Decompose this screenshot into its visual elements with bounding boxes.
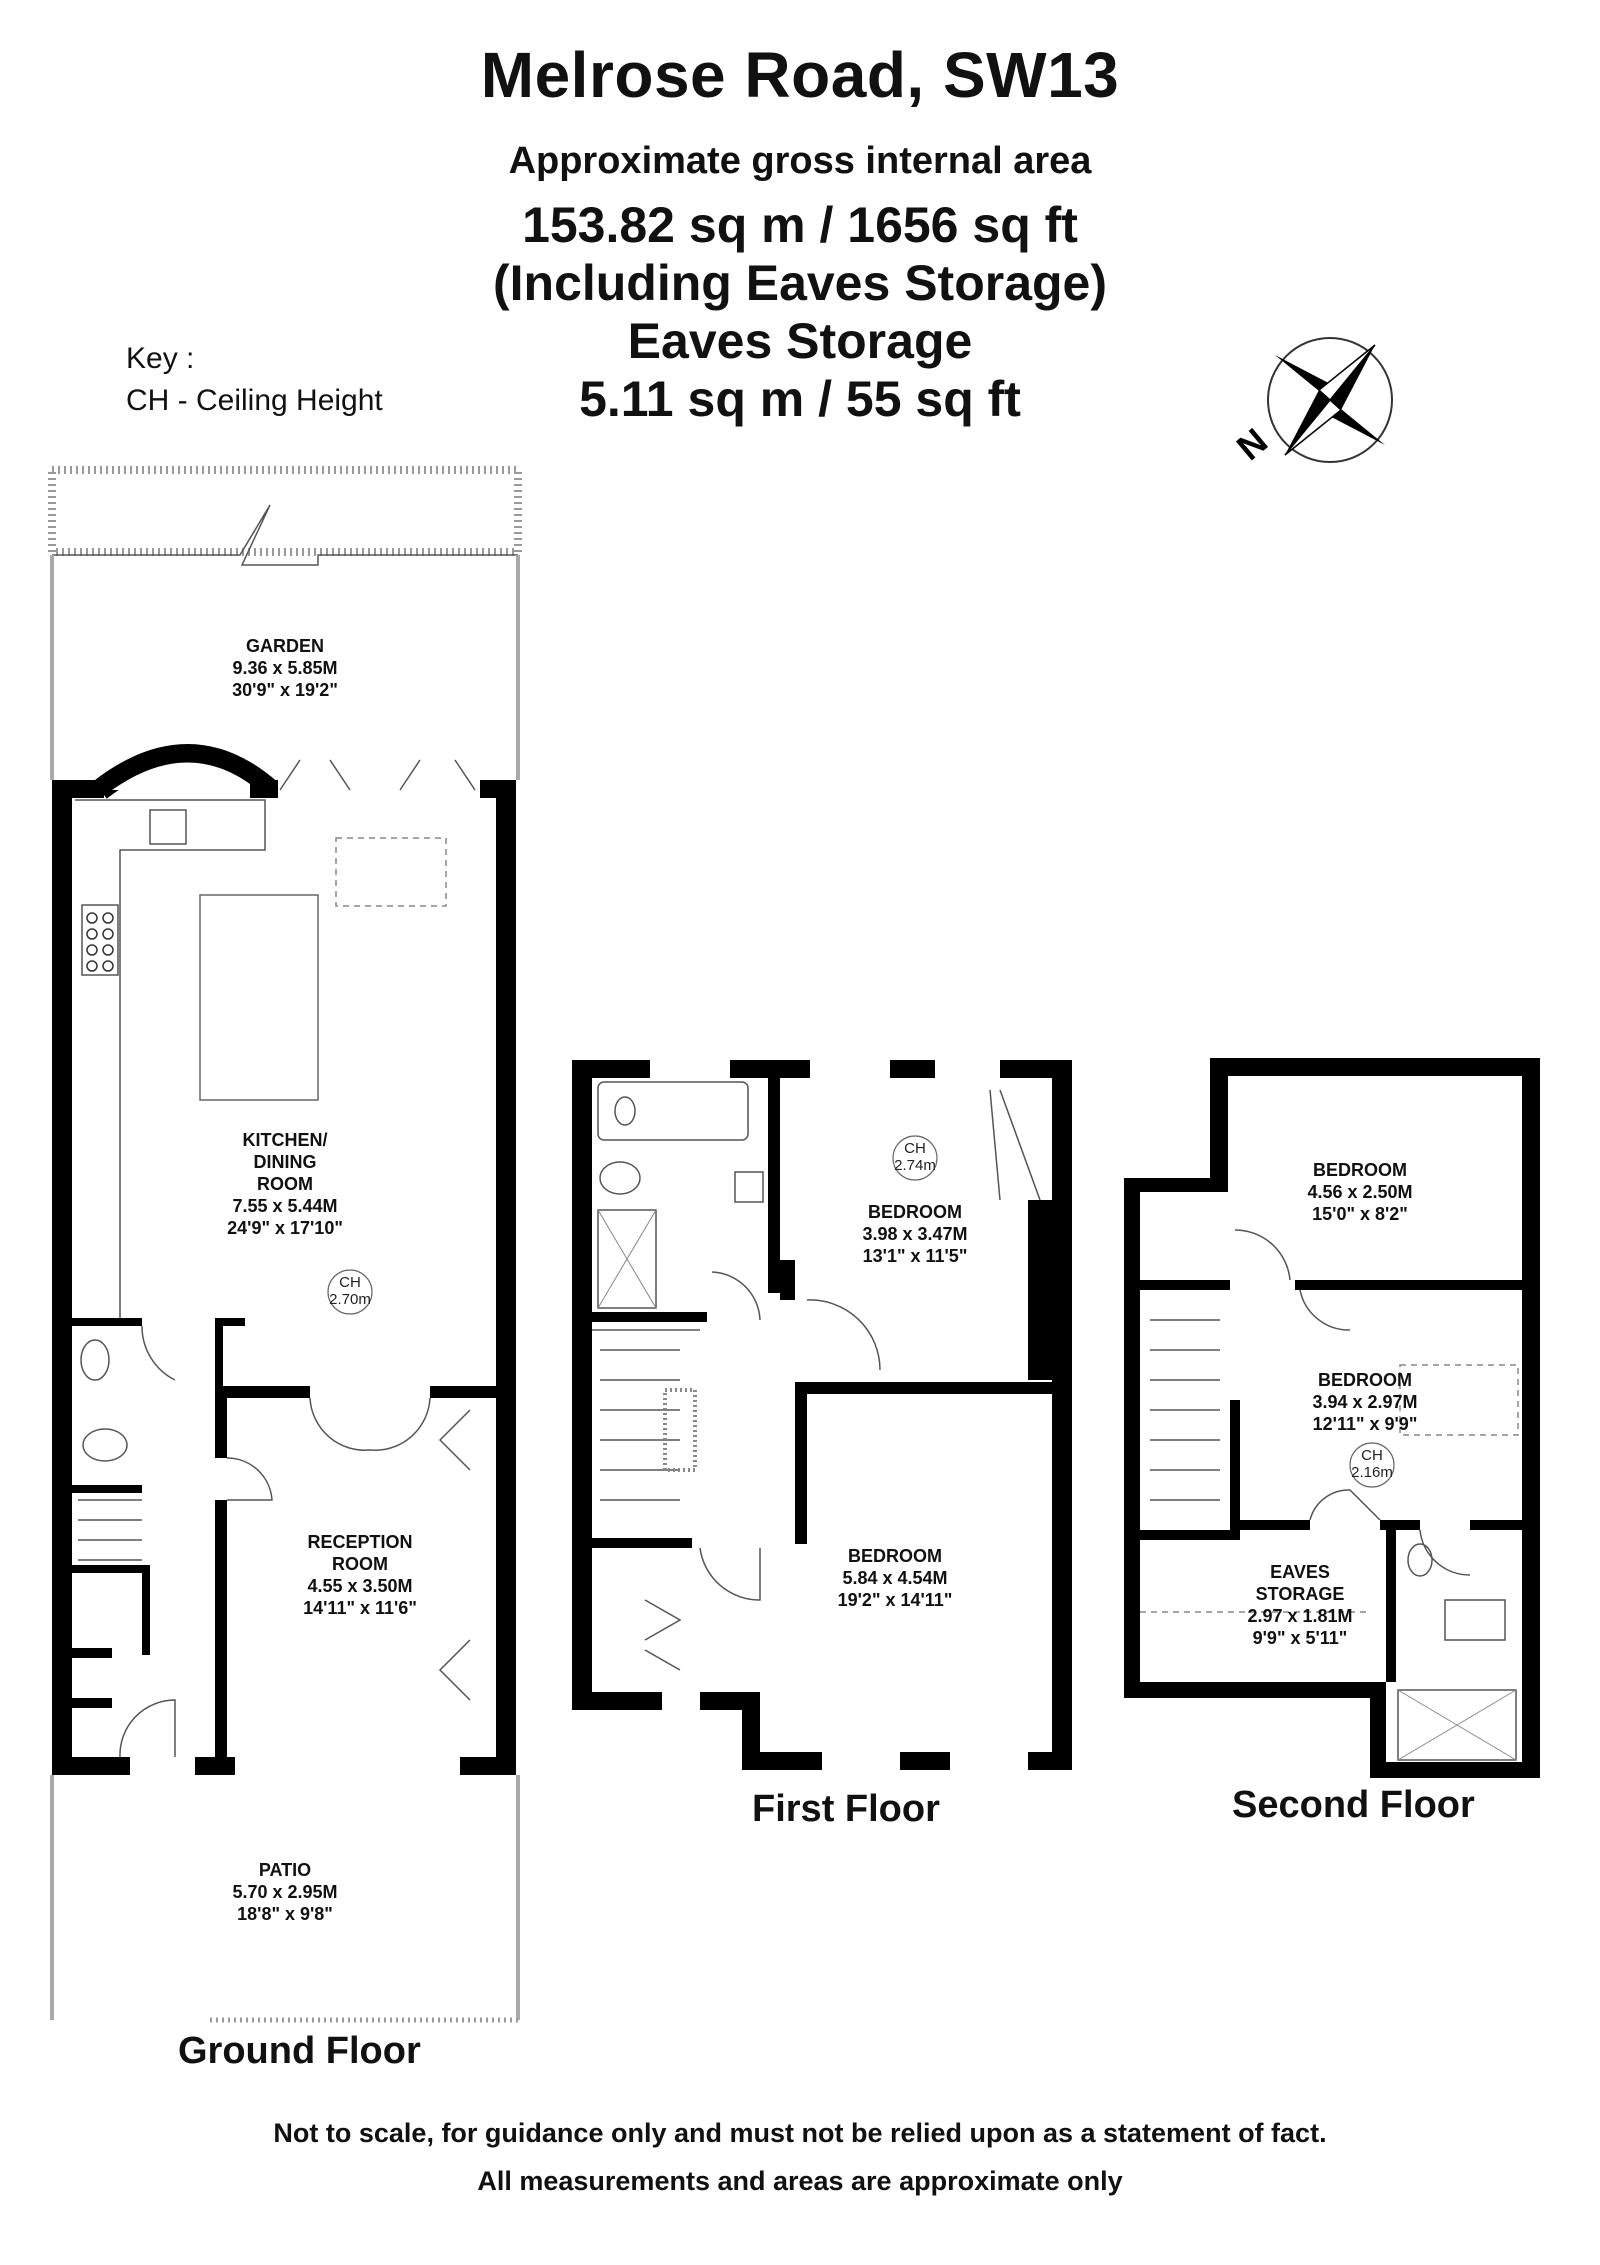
room-garden-imperial: 30'9" x 19'2" — [232, 680, 338, 700]
room-garden-metric: 9.36 x 5.85M — [232, 658, 337, 678]
second-floor-label: Second Floor — [1232, 1784, 1475, 1826]
room-second-bedroom-1-imperial: 15'0" x 8'2" — [1312, 1204, 1408, 1224]
room-kitchen-name-2: DINING — [254, 1152, 317, 1172]
first-floor-plan: BEDROOM 3.98 x 3.47M 13'1" x 11'5" CH 2.… — [572, 1060, 1072, 1770]
room-first-bedroom-2-imperial: 19'2" x 14'11" — [838, 1590, 953, 1610]
eaves-heading: Eaves Storage — [627, 313, 973, 369]
room-kitchen-metric: 7.55 x 5.44M — [232, 1196, 337, 1216]
first-floor-label: First Floor — [752, 1788, 940, 1830]
room-kitchen-name-3: ROOM — [257, 1174, 313, 1194]
total-area: 153.82 sq m / 1656 sq ft — [522, 197, 1078, 253]
svg-text:CH: CH — [904, 1140, 926, 1157]
room-first-bedroom-2-name: BEDROOM — [848, 1546, 942, 1566]
room-reception-imperial: 14'11" x 11'6" — [303, 1598, 417, 1618]
disclaimer-line-2: All measurements and areas are approxima… — [477, 2166, 1123, 2196]
ceiling-height-ground: CH 2.70m — [327, 1269, 373, 1315]
room-eaves-metric: 2.97 x 1.81M — [1247, 1606, 1352, 1626]
room-first-bedroom-1-name: BEDROOM — [868, 1202, 962, 1222]
room-kitchen-imperial: 24'9" x 17'10" — [227, 1218, 343, 1238]
svg-text:2.16m: 2.16m — [1351, 1464, 1393, 1481]
svg-text:2.70m: 2.70m — [329, 1291, 371, 1308]
second-floor-plan: BEDROOM 4.56 x 2.50M 15'0" x 8'2" BEDROO… — [1124, 1058, 1540, 1778]
compass-north-letter: N — [1229, 420, 1275, 468]
ceiling-height-second: CH 2.16m — [1349, 1442, 1395, 1488]
compass-rose: N — [1229, 337, 1393, 468]
svg-text:CH: CH — [1361, 1447, 1383, 1464]
room-reception-metric: 4.55 x 3.50M — [307, 1576, 412, 1596]
room-patio-metric: 5.70 x 2.95M — [232, 1882, 337, 1902]
key-entry: CH - Ceiling Height — [126, 384, 383, 417]
ground-floor-label: Ground Floor — [178, 2030, 421, 2072]
room-second-bedroom-2-metric: 3.94 x 2.97M — [1312, 1392, 1417, 1412]
room-kitchen-name-1: KITCHEN/ — [243, 1130, 328, 1150]
eaves-area: 5.11 sq m / 55 sq ft — [579, 371, 1021, 427]
room-second-bedroom-2-name: BEDROOM — [1318, 1370, 1412, 1390]
svg-text:2.74m: 2.74m — [894, 1157, 936, 1174]
ceiling-height-first: CH 2.74m — [892, 1135, 938, 1181]
room-second-bedroom-2-imperial: 12'11" x 9'9" — [1313, 1414, 1418, 1434]
room-eaves-name-1: EAVES — [1270, 1562, 1330, 1582]
room-reception-name-2: ROOM — [332, 1554, 388, 1574]
room-first-bedroom-1-metric: 3.98 x 3.47M — [862, 1224, 967, 1244]
room-first-bedroom-2-metric: 5.84 x 4.54M — [842, 1568, 947, 1588]
disclaimer-line-1: Not to scale, for guidance only and must… — [273, 2118, 1327, 2148]
area-subtitle: Approximate gross internal area — [508, 140, 1092, 182]
room-patio-name: PATIO — [259, 1860, 311, 1880]
room-first-bedroom-1-imperial: 13'1" x 11'5" — [863, 1246, 968, 1266]
svg-text:CH: CH — [339, 1274, 361, 1291]
room-second-bedroom-1-metric: 4.56 x 2.50M — [1307, 1182, 1412, 1202]
room-second-bedroom-1-name: BEDROOM — [1313, 1160, 1407, 1180]
ground-floor-plan: GARDEN 9.36 x 5.85M 30'9" x 19'2" KITCHE… — [48, 466, 522, 2023]
including-note: (Including Eaves Storage) — [492, 255, 1107, 311]
page-title: Melrose Road, SW13 — [480, 39, 1120, 111]
key-heading: Key : — [126, 342, 195, 375]
room-reception-name-1: RECEPTION — [307, 1532, 412, 1552]
room-patio-imperial: 18'8" x 9'8" — [237, 1904, 333, 1924]
room-garden-name: GARDEN — [246, 636, 324, 656]
room-eaves-imperial: 9'9" x 5'11" — [1253, 1628, 1348, 1648]
room-eaves-name-2: STORAGE — [1256, 1584, 1345, 1604]
